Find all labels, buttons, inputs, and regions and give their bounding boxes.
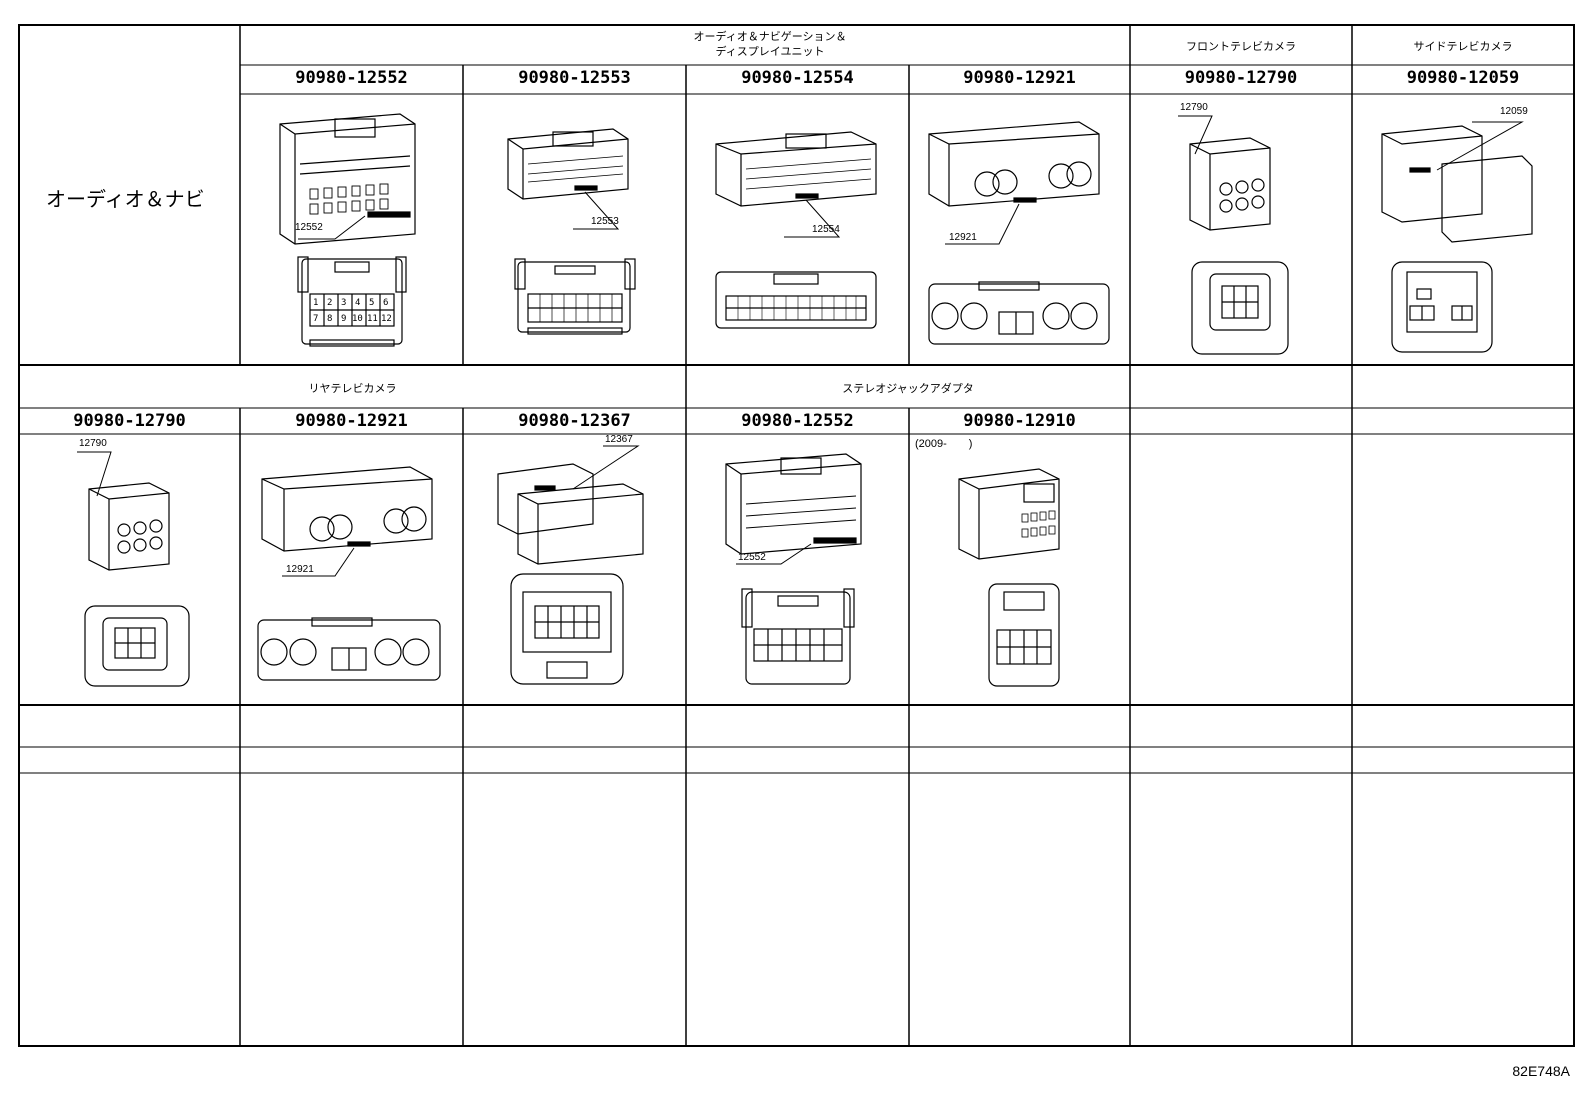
row-header-audio-nav: オーディオ＆ナビ bbox=[46, 187, 205, 211]
part-number: 90980-12367 bbox=[518, 411, 631, 431]
drawing-code: 82E748A bbox=[1512, 1063, 1570, 1079]
pin-label: 5 bbox=[369, 298, 375, 308]
pin-label: 9 bbox=[341, 314, 347, 324]
callout-label: 12552 bbox=[738, 552, 766, 563]
connector-drawing-12921-rear: 12921 bbox=[240, 434, 463, 705]
part-number: 90980-12554 bbox=[741, 68, 854, 88]
callout-label: 12921 bbox=[286, 564, 314, 575]
pin-label: 2 bbox=[327, 298, 333, 308]
part-number: 90980-12552 bbox=[741, 411, 854, 431]
year-note: (2009- ) bbox=[915, 438, 973, 450]
group-audio-nav-display: オーディオ＆ナビゲーション＆ ディスプレイユニット bbox=[693, 30, 847, 58]
pin-label: 12 bbox=[381, 314, 392, 324]
connector-drawing-12910: (2009- ) bbox=[909, 434, 1130, 705]
callout-label: 12921 bbox=[949, 232, 977, 243]
pin-label: 8 bbox=[327, 314, 333, 324]
part-number: 90980-12910 bbox=[963, 411, 1076, 431]
pin-label: 3 bbox=[341, 298, 347, 308]
part-number: 90980-12921 bbox=[295, 411, 408, 431]
connector-drawing-12367: 12367 bbox=[463, 434, 686, 705]
part-number: 90980-12553 bbox=[518, 68, 631, 88]
connector-drawing-12921: 12921 bbox=[909, 94, 1130, 365]
pin-label: 4 bbox=[355, 298, 361, 308]
pin-label: 7 bbox=[313, 314, 319, 324]
part-number: 90980-12790 bbox=[73, 411, 186, 431]
connector-drawing-12554: 12554 bbox=[686, 94, 909, 365]
callout-label: 12554 bbox=[812, 224, 840, 235]
part-number: 90980-12790 bbox=[1184, 68, 1298, 88]
group-front-camera: フロントテレビカメラ bbox=[1186, 40, 1296, 53]
connector-drawing-12790-front: 12790 bbox=[1130, 94, 1352, 365]
group-rear-camera: リヤテレビカメラ bbox=[308, 382, 397, 395]
connector-drawing-12552-stereo: 12552 bbox=[686, 434, 909, 705]
pin-label: 10 bbox=[352, 314, 363, 324]
callout-label: 12059 bbox=[1500, 106, 1528, 117]
part-number: 90980-12921 bbox=[963, 68, 1076, 88]
group-stereo-jack: ステレオジャックアダプタ bbox=[842, 382, 974, 395]
part-number: 90980-12059 bbox=[1406, 68, 1520, 88]
connector-drawing-12790-rear: 12790 bbox=[19, 434, 240, 705]
pin-label: 1 bbox=[313, 298, 319, 308]
part-number: 90980-12552 bbox=[295, 68, 408, 88]
group-side-camera: サイドテレビカメラ bbox=[1413, 40, 1513, 53]
connector-drawing-12059: 12059 bbox=[1352, 94, 1574, 365]
pin-label: 6 bbox=[383, 298, 389, 308]
connector-drawing-12552: 12552 1 2 3 4 5 6 7 8 9 10 11 12 bbox=[240, 94, 463, 365]
callout-label: 12367 bbox=[605, 434, 633, 445]
callout-label: 12552 bbox=[295, 222, 323, 233]
connector-drawing-12553: 12553 bbox=[463, 94, 686, 365]
callout-label: 12790 bbox=[79, 438, 107, 449]
pin-label: 11 bbox=[367, 314, 378, 324]
callout-label: 12790 bbox=[1180, 102, 1208, 113]
callout-label: 12553 bbox=[591, 216, 619, 227]
